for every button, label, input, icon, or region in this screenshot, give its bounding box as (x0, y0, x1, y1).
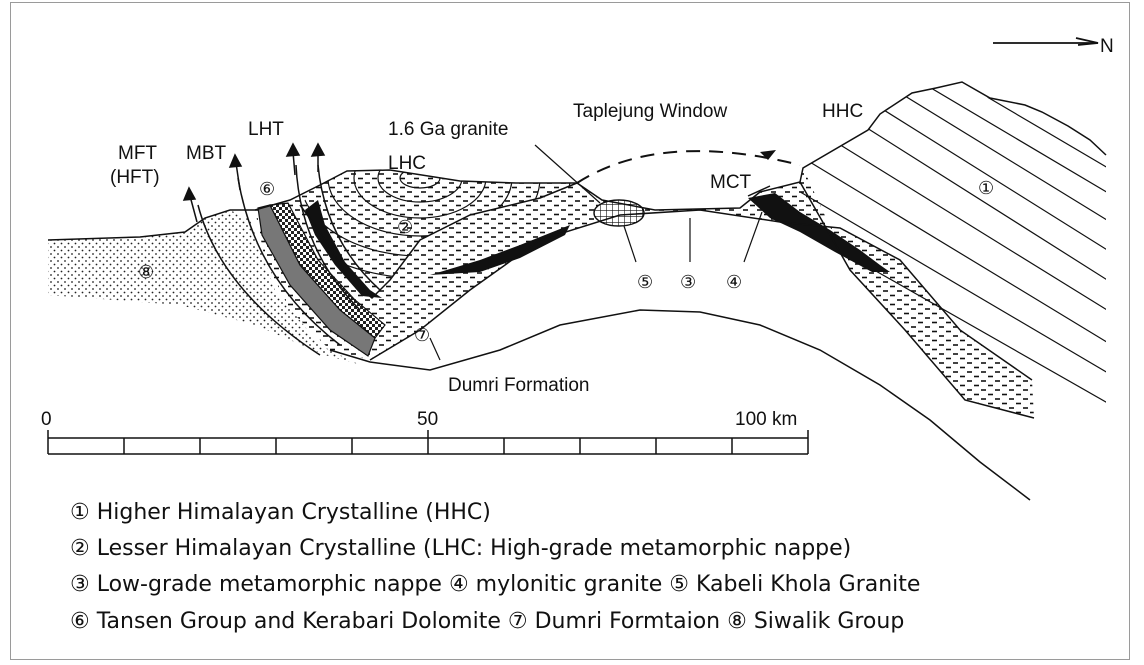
legend-item-3: ③ Low-grade metamorphic nappe ④ myloniti… (70, 572, 921, 597)
mct-arrow-head (760, 150, 776, 160)
leader-lines (429, 144, 763, 361)
low-grade-nappe-unit (255, 168, 1034, 418)
unit-marker-2: ② (397, 217, 413, 237)
mylonite-lens-1 (305, 200, 382, 298)
siwalik-unit (48, 210, 360, 365)
scale-tick-100: 100 km (735, 409, 797, 430)
dumri-label: Dumri Formation (448, 375, 589, 396)
north-arrow: N (993, 36, 1114, 57)
north-label: N (1100, 36, 1114, 57)
unit-marker-1: ① (978, 178, 994, 198)
unit-marker-7: ⑦ (414, 325, 430, 345)
mylonite-lens-3 (748, 193, 890, 272)
mylonite-lens-2 (430, 225, 570, 275)
lhc-label: LHC (388, 153, 426, 174)
unit-marker-6: ⑥ (259, 179, 275, 199)
legend-item-2: ② Lesser Himalayan Crystalline (LHC: Hig… (70, 536, 852, 561)
window-label: Taplejung Window (573, 101, 727, 122)
mct-label: MCT (710, 172, 752, 193)
figure-frame (10, 2, 1130, 660)
scale-bar (47, 430, 809, 455)
hft-label: (HFT) (110, 167, 160, 188)
unit-marker-4: ④ (726, 272, 742, 292)
hhc-label: HHC (822, 101, 863, 122)
outline-lines (47, 81, 1107, 501)
granite-label: 1.6 Ga granite (388, 119, 508, 140)
unit-marker-5: ⑤ (637, 272, 653, 292)
unit-marker-3: ③ (680, 272, 696, 292)
unit-marker-8: ⑧ (138, 262, 154, 282)
legend-item-4: ⑥ Tansen Group and Kerabari Dolomite ⑦ D… (70, 609, 905, 634)
mft-label: MFT (118, 143, 157, 164)
legend-item-1: ① Higher Himalayan Crystalline (HHC) (70, 500, 491, 525)
mbt-label: MBT (186, 143, 227, 164)
scale-tick-0: 0 (41, 409, 52, 430)
scale-tick-50: 50 (417, 409, 438, 430)
lht-label: LHT (248, 119, 284, 140)
thrust-arrows (182, 142, 326, 223)
